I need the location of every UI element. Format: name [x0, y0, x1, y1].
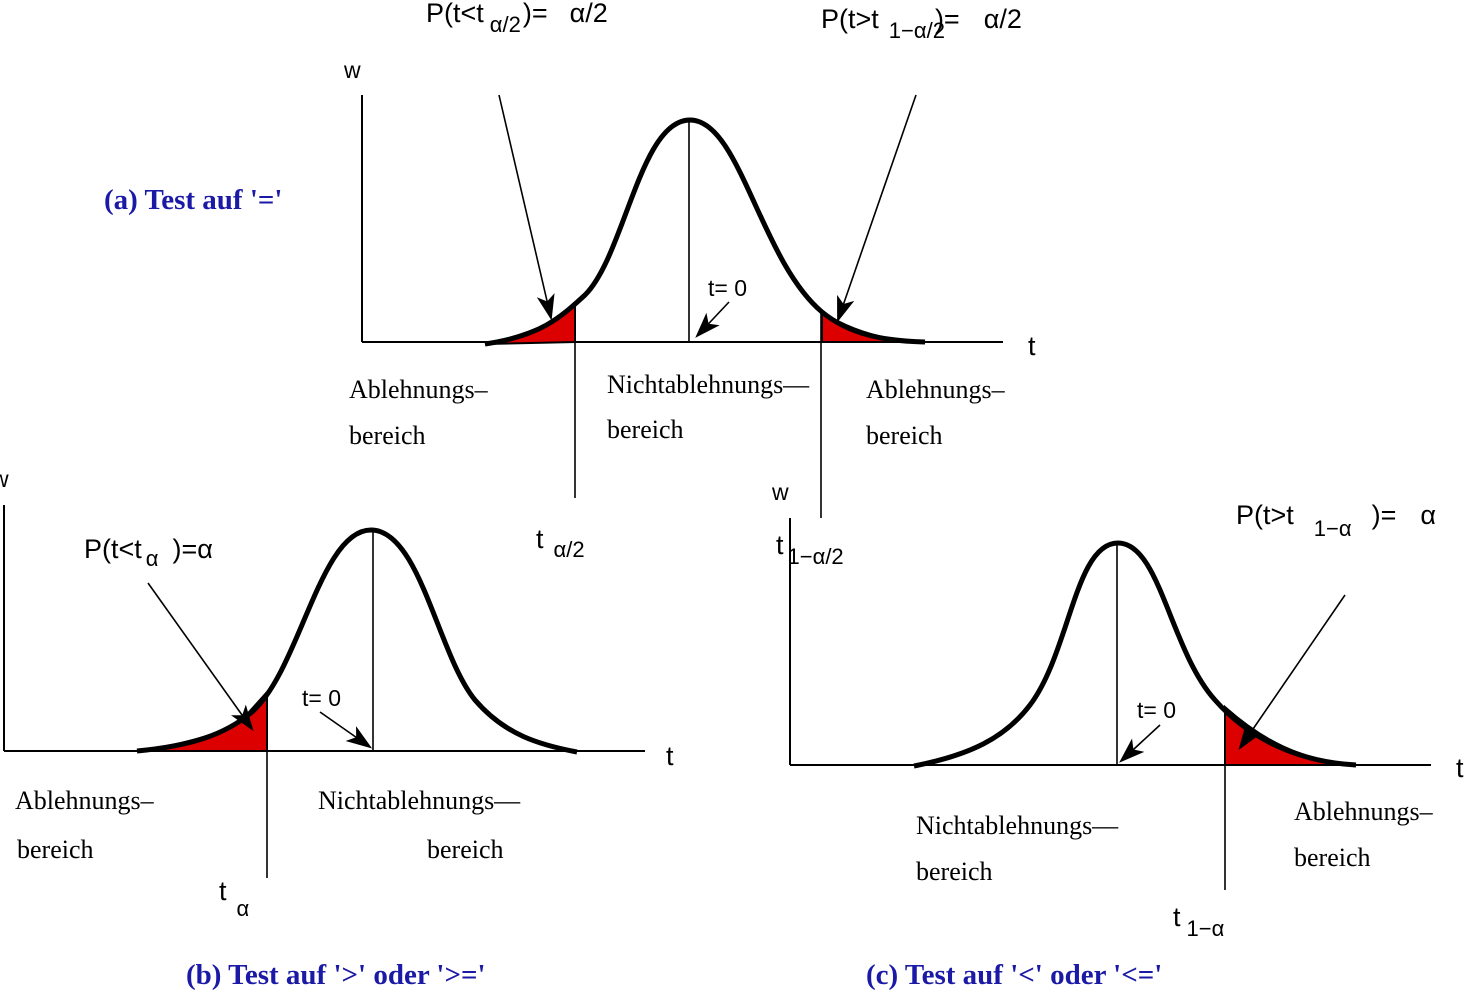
panel-c-reject-label-2: bereich: [1294, 843, 1371, 872]
panel-b-prob-arrow: [147, 582, 254, 732]
panel-b-t0-arrow: [319, 711, 373, 749]
panel-b-axis-t-label: t: [666, 741, 674, 771]
panel-a-density-curve: [484, 117, 926, 347]
panel-c-density-curve: [913, 540, 1357, 769]
panel-c-reject-label-1: Ablehnungs–: [1294, 797, 1434, 826]
panel-c-prob-arrow: [1238, 594, 1346, 751]
panel-b-accept-label-2: bereich: [427, 835, 504, 864]
panel-a-axis-t-label: t: [1028, 331, 1036, 361]
panel-a-left-reject-label-1: Ablehnungs–: [349, 375, 489, 404]
panel-a-caption: (a) Test auf '=': [104, 184, 282, 216]
panel-b-t0-label: t= 0: [302, 685, 341, 711]
panel-a-accept-label-1: Nichtablehnungs––: [607, 370, 810, 399]
panel-c-accept-label-2: bereich: [916, 857, 993, 886]
panel-a-right-reject-label-2: bereich: [866, 421, 943, 450]
panel-c-t0-arrow: [1119, 724, 1161, 763]
panel-b-reject-label-2: bereich: [17, 835, 94, 864]
panel-c-caption: (c) Test auf '<' oder '<=': [866, 959, 1162, 991]
panel-c-t0-label: t= 0: [1137, 697, 1176, 723]
panel-a-accept-label-2: bereich: [607, 415, 684, 444]
panel-c-axis-w-label: w: [771, 479, 789, 505]
panel-a-axis-w-label: w: [343, 57, 361, 83]
panel-c-accept-label-1: Nichtablehnungs––: [916, 811, 1119, 840]
panel-a-left-reject-label-2: bereich: [349, 421, 426, 450]
panel-a-left-rejection-area: [484, 303, 576, 345]
panel-b-accept-label-1: Nichtablehnungs––: [318, 786, 521, 815]
panel-b-caption: (b) Test auf '>' oder '>=': [186, 959, 486, 991]
panel-b-reject-label-1: Ablehnungs–: [15, 786, 155, 815]
panel-b-axis-w-label: w: [0, 466, 9, 492]
panel-a-left-prob-arrow: [498, 94, 555, 321]
panel-c-right-rejection-area: [1224, 704, 1357, 766]
panel-a-right-prob-arrow: [837, 94, 917, 323]
panel-a-t0-arrow: [695, 301, 730, 338]
panel-a-t0-label: t= 0: [708, 275, 747, 301]
panel-c-axis-t-label: t: [1456, 753, 1464, 783]
panel-b-critical-label: tα: [219, 876, 250, 921]
panel-a-right-reject-label-1: Ablehnungs–: [866, 375, 1006, 404]
